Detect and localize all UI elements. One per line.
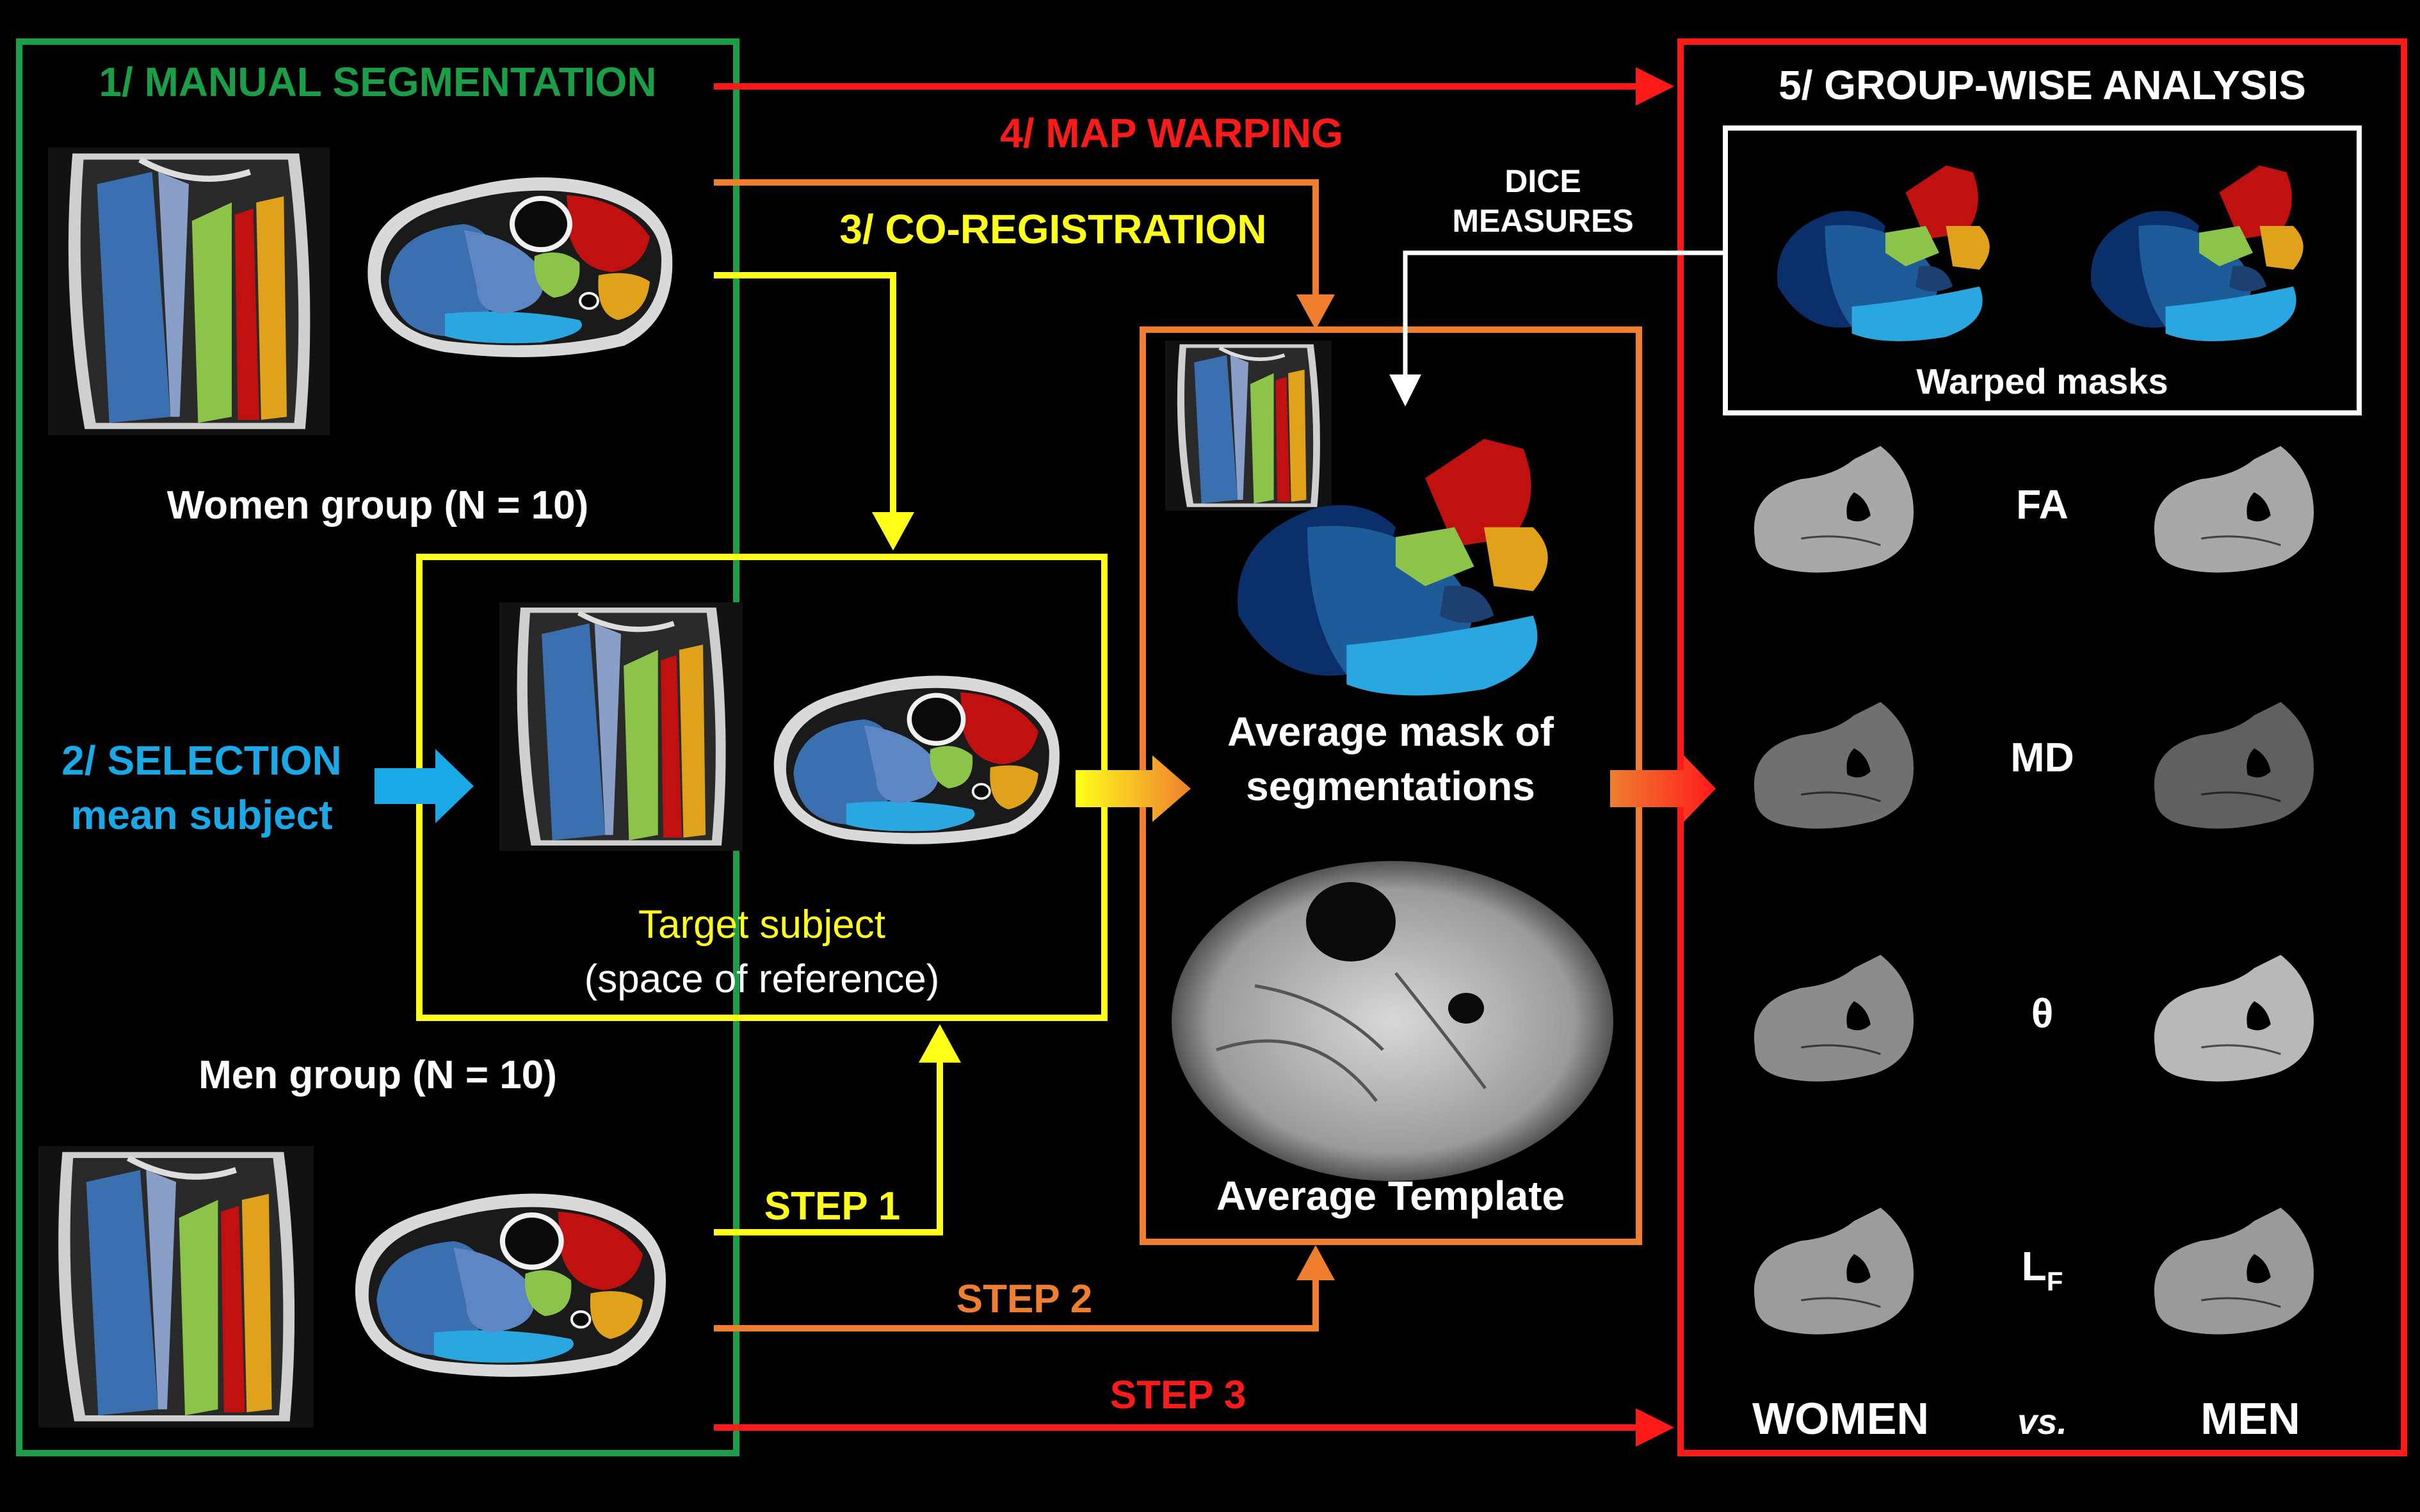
arrowhead-step3	[1636, 1408, 1674, 1447]
women-axial-image	[367, 177, 672, 357]
arrowhead-step2	[1296, 1245, 1335, 1280]
arrow-target-to-average	[1076, 755, 1191, 822]
warped-masks-label: Warped masks	[1916, 361, 2168, 401]
theta-map-men	[2153, 954, 2315, 1083]
map-label-lf-main: L	[2022, 1243, 2047, 1289]
arrow-step2	[714, 1274, 1319, 1331]
target-axial-image	[774, 675, 1060, 844]
lf-map-men	[2153, 1207, 2315, 1336]
men-group-label: Men group (N = 10)	[198, 1053, 557, 1097]
arrowhead-top-red	[1636, 67, 1674, 106]
fa-map-men	[2153, 445, 2315, 574]
arrowhead-step1	[919, 1024, 961, 1063]
arrowhead-dice	[1389, 374, 1421, 406]
map-label-md: MD	[2010, 734, 2074, 780]
coregistration-label: 3/ CO-REGISTRATION	[839, 206, 1266, 252]
arrow-average-to-analysis	[1610, 755, 1716, 822]
step3-label: STEP 3	[1110, 1373, 1246, 1417]
dice-label-line1: DICE	[1504, 163, 1581, 199]
men-coronal-image	[38, 1146, 314, 1427]
average-template-label: Average Template	[1216, 1173, 1565, 1219]
women-column-label: WOMEN	[1752, 1394, 1929, 1444]
arrow-step1	[714, 1056, 943, 1235]
manual-segmentation-label: 1/ MANUAL SEGMENTATION	[99, 59, 656, 105]
dice-label-line2: MEASURES	[1452, 203, 1633, 239]
women-coronal-image	[48, 147, 330, 435]
average-mask-label-line1: Average mask of	[1227, 709, 1554, 755]
group-analysis-frame	[1677, 38, 2407, 1456]
warped-mask-men	[2090, 165, 2303, 341]
map-label-fa: FA	[2016, 481, 2069, 527]
vs-label: vs.	[2017, 1401, 2067, 1442]
arrowhead-coregistration	[872, 512, 914, 551]
arrow-selection	[375, 749, 474, 823]
target-coronal-image	[499, 602, 743, 851]
selection-label-line1: 2/ SELECTION	[61, 737, 341, 784]
arrow-dice	[1403, 250, 1725, 378]
group-analysis-label: 5/ GROUP-WISE ANALYSIS	[1779, 62, 2306, 108]
average-coronal-mask	[1165, 341, 1332, 511]
theta-map-women	[1753, 954, 1915, 1083]
women-group-label: Women group (N = 10)	[167, 483, 589, 527]
md-map-men	[2153, 701, 2315, 830]
arrow-coregistration	[714, 272, 896, 519]
lf-map-women	[1753, 1207, 1915, 1336]
warped-masks-frame	[1723, 125, 2362, 415]
fa-map-women	[1753, 445, 1915, 574]
selection-label-line2: mean subject	[70, 792, 332, 838]
map-warping-label: 4/ MAP WARPING	[1000, 110, 1343, 156]
step2-label: STEP 2	[956, 1277, 1093, 1321]
average-mask-label-line2: segmentations	[1246, 763, 1535, 809]
map-label-theta: θ	[2031, 990, 2054, 1036]
warped-mask-women	[1777, 165, 1990, 341]
map-label-lf: LF	[2022, 1243, 2063, 1296]
target-subject-sublabel: (space of reference)	[585, 957, 940, 1001]
men-axial-image	[355, 1194, 666, 1377]
arrow-map-warping	[714, 179, 1319, 301]
step1-label: STEP 1	[764, 1184, 901, 1228]
average-template-image	[1172, 861, 1613, 1181]
target-subject-label: Target subject	[638, 903, 885, 947]
map-label-lf-subscript: F	[2047, 1266, 2063, 1296]
men-column-label: MEN	[2200, 1394, 2300, 1444]
md-map-women	[1753, 701, 1915, 830]
arrowhead-map-warping	[1296, 294, 1335, 330]
